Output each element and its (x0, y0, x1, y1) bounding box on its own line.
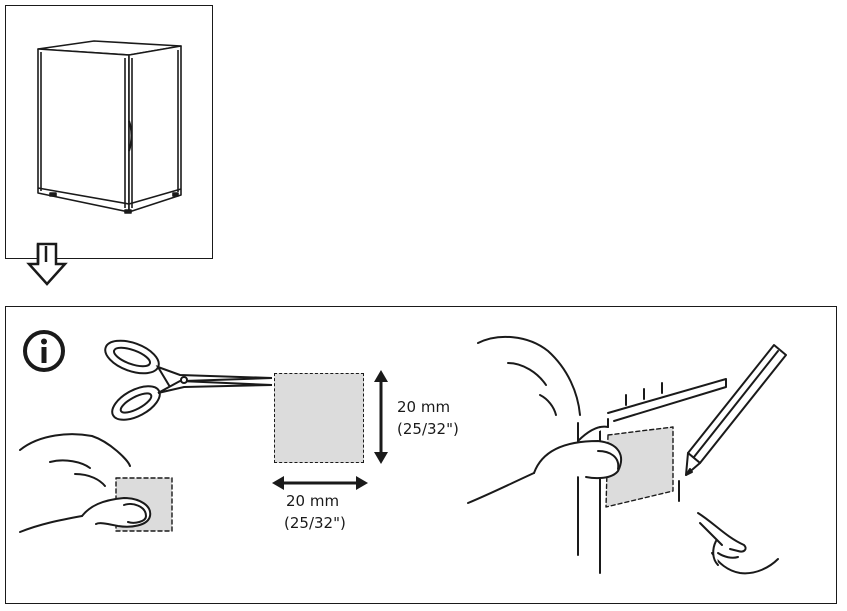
info-icon (23, 330, 65, 372)
hand-holding-pad-illustration (19, 433, 173, 533)
height-dimension-imperial: (25/32") (397, 420, 459, 438)
felt-pad (274, 373, 364, 463)
height-dimension-value: 20 mm (397, 398, 451, 416)
marking-pad-position-illustration (467, 335, 787, 575)
cabinet-illustration-panel (5, 5, 213, 259)
width-dimension-arrow (272, 476, 368, 490)
down-arrow-icon (26, 242, 68, 286)
width-dimension-value: 20 mm (286, 492, 340, 510)
instruction-panel: 20 mm (25/32") 20 mm (25/32") (5, 306, 837, 604)
scissors-icon (104, 339, 273, 421)
height-dimension-arrow (374, 370, 388, 464)
cabinet-illustration (37, 40, 182, 214)
width-dimension-imperial: (25/32") (284, 514, 346, 532)
